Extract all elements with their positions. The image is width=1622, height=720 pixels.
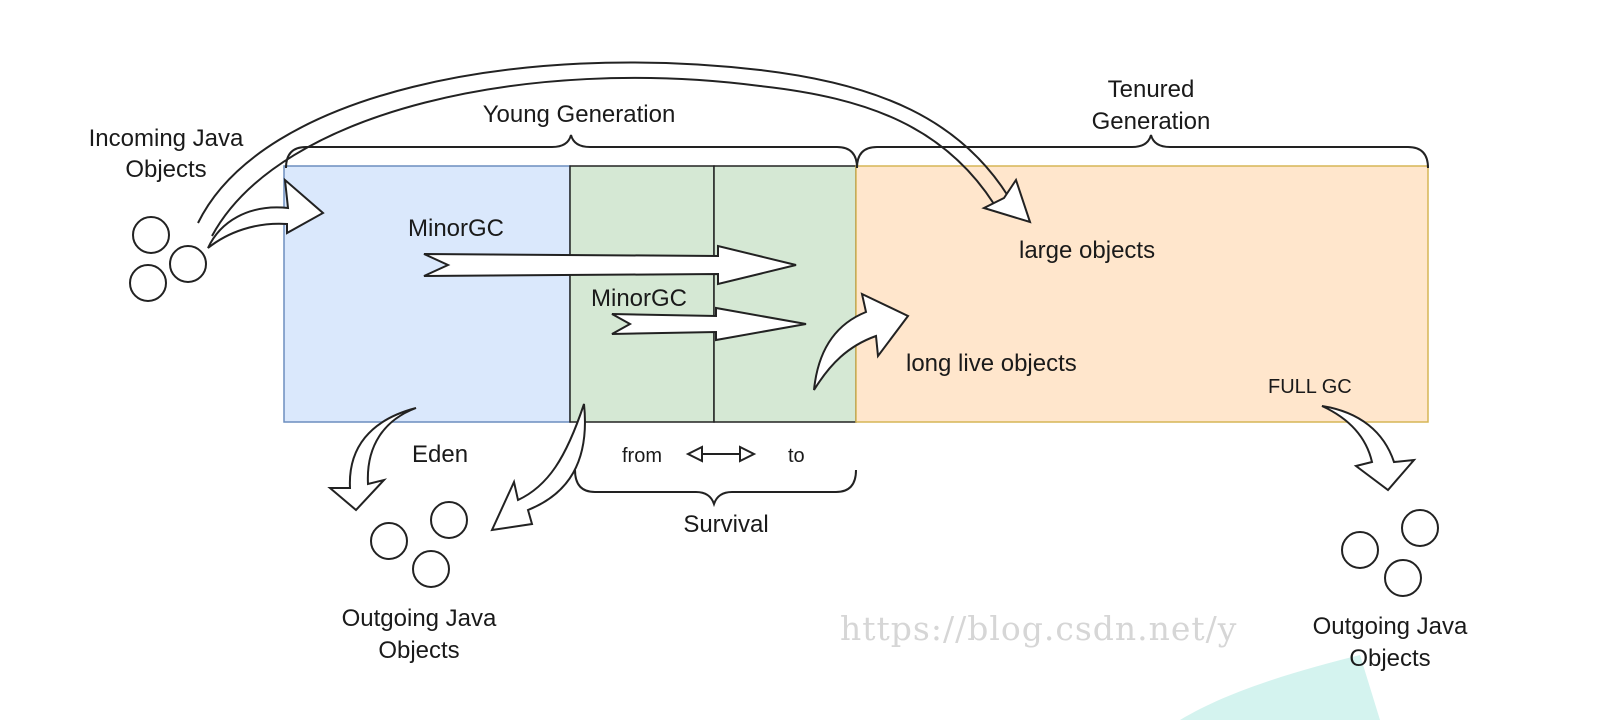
outgoing-objects-left-label-line2: Objects — [378, 637, 459, 664]
minor-gc-label-1: MinorGC — [408, 215, 504, 242]
outgoing-object — [1401, 509, 1439, 547]
young-generation-label: Young Generation — [483, 101, 676, 128]
outgoing-objects-left-label-line1: Outgoing Java — [342, 605, 497, 632]
survival-brace — [574, 469, 857, 508]
tenured-region — [855, 165, 1429, 423]
outgoing-object — [370, 522, 408, 560]
long-live-objects-label: long live objects — [906, 350, 1077, 377]
from-label: from — [622, 445, 662, 467]
outgoing-object — [430, 501, 468, 539]
minor-gc-label-2: MinorGC — [591, 285, 687, 312]
outgoing-object — [412, 550, 450, 588]
watermark-text: https://blog.csdn.net/y — [840, 609, 1237, 648]
survival-label: Survival — [683, 511, 768, 538]
outgoing-object — [1341, 531, 1379, 569]
eden-label: Eden — [412, 441, 468, 468]
outgoing-objects-right-label-line2: Objects — [1349, 645, 1430, 672]
to-arrowhead — [739, 445, 757, 463]
outgoing-objects-right-group — [1341, 509, 1439, 597]
incoming-objects-label-line1: Incoming Java — [89, 125, 244, 152]
tenured-generation-label-line1: Tenured — [1108, 76, 1195, 103]
young-generation-brace — [285, 134, 858, 169]
full-gc-label: FULL GC — [1268, 376, 1352, 398]
tenured-generation-brace — [856, 134, 1429, 169]
incoming-to-eden-arrow — [207, 177, 325, 249]
minor-gc-eden-arrow — [423, 244, 797, 286]
incoming-object — [129, 264, 167, 302]
eden-region — [283, 165, 571, 423]
incoming-object — [132, 216, 170, 254]
large-object-arrowhead — [981, 177, 1032, 224]
outgoing-objects-left-group — [370, 501, 468, 588]
incoming-object — [169, 245, 207, 283]
to-label: to — [788, 445, 805, 467]
promotion-to-tenured-arrow — [813, 292, 910, 391]
survivor-to-outgoing-arrow — [490, 403, 586, 532]
from-arrowhead — [685, 445, 703, 463]
eden-to-outgoing-arrow — [327, 407, 417, 512]
outgoing-object — [1384, 559, 1422, 597]
watermark-swoosh — [1180, 655, 1380, 720]
incoming-objects-group — [129, 216, 207, 302]
outgoing-objects-right-label-line1: Outgoing Java — [1313, 613, 1468, 640]
incoming-objects-label-line2: Objects — [125, 156, 206, 183]
survivor-from-region — [569, 165, 715, 423]
large-object-promotion-curve — [197, 61, 1009, 224]
full-gc-to-outgoing-arrow — [1321, 405, 1417, 492]
large-object-promotion-curve-outline — [211, 76, 995, 237]
survivor-to-region — [713, 165, 857, 423]
minor-gc-survivor-arrow — [611, 306, 807, 342]
large-objects-label: large objects — [1019, 237, 1155, 264]
tenured-generation-label-line2: Generation — [1092, 108, 1211, 135]
